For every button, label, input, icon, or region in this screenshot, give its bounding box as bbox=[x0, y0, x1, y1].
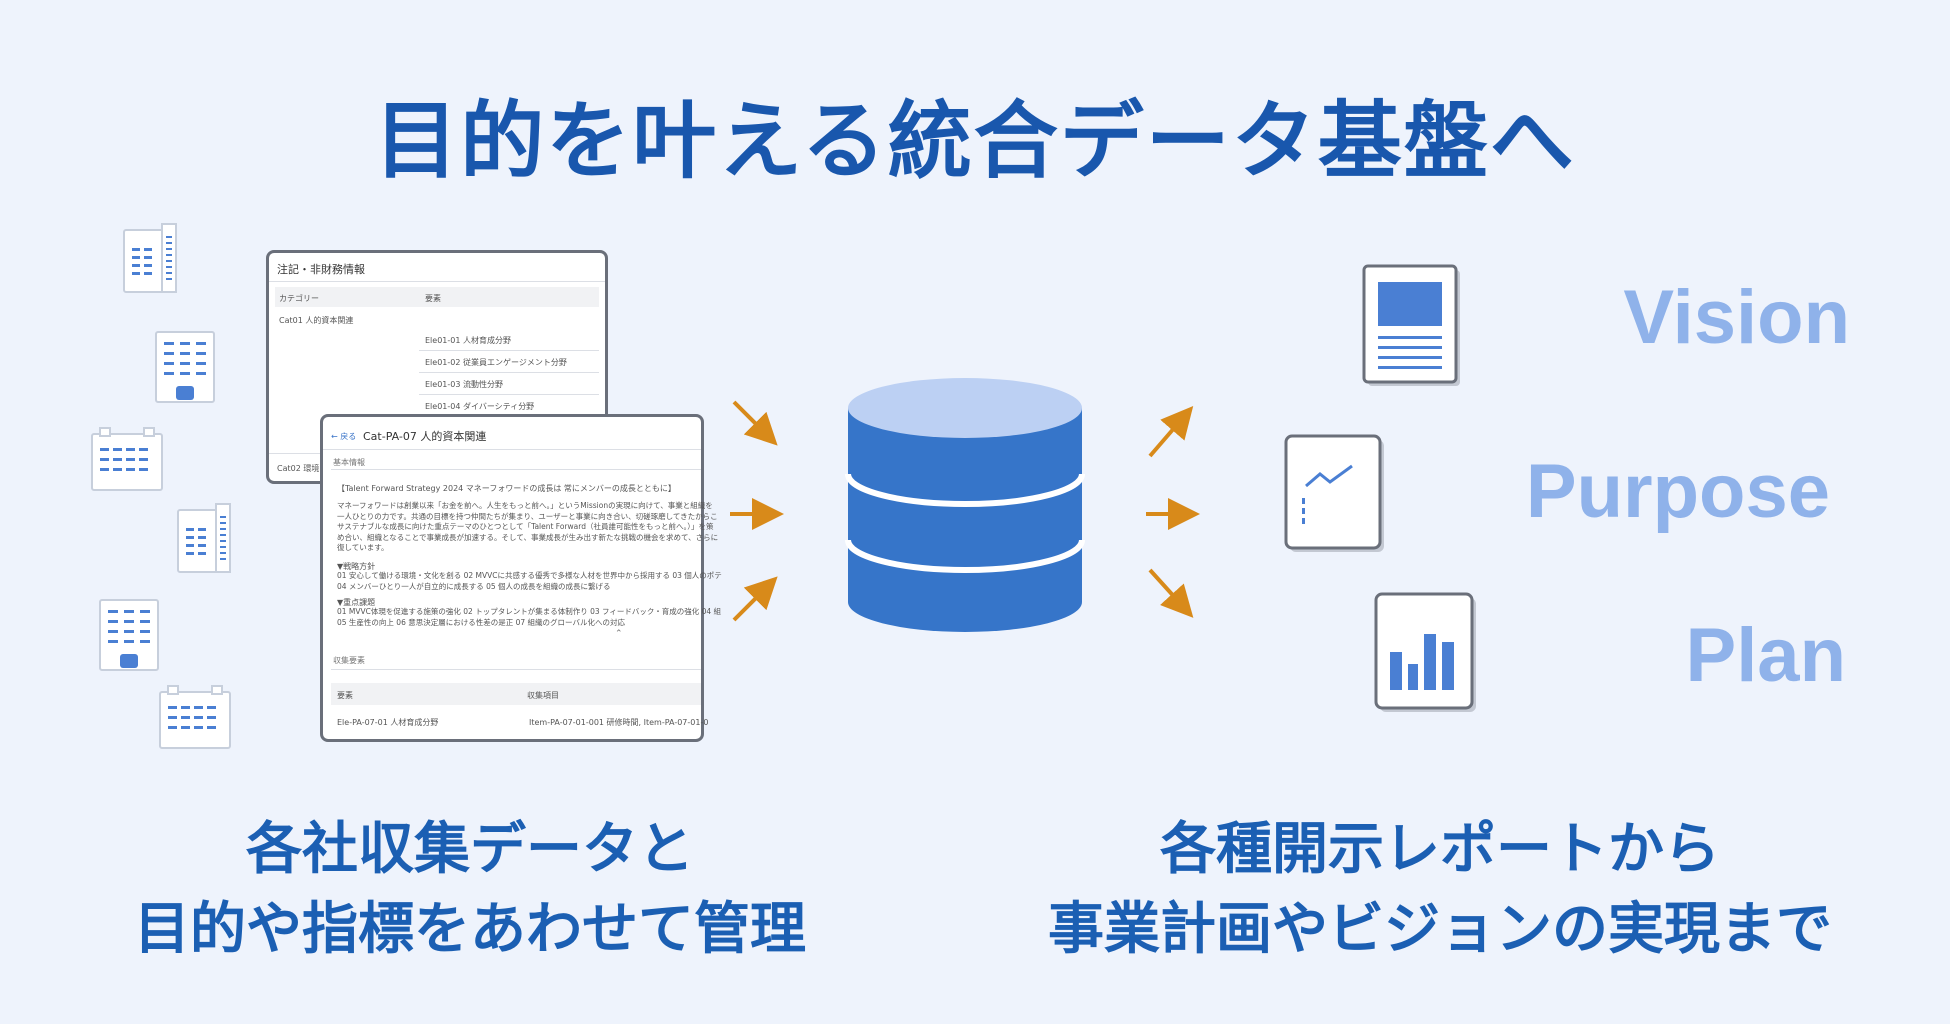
database-icon bbox=[845, 378, 1085, 632]
table-cell-element: Ele-PA-07-01 人材育成分野 bbox=[337, 718, 439, 727]
section-label: 基本情報 bbox=[333, 458, 365, 467]
element-item: Ele01-03 流動性分野 bbox=[425, 380, 503, 389]
section-label: 収集要素 bbox=[333, 656, 365, 665]
page-title: 目的を叶える統合データ基盤へ bbox=[374, 92, 1576, 190]
card-title: 注記・非財務情報 bbox=[277, 263, 365, 276]
body-heading: 【Talent Forward Strategy 2024 マネーフォワードの成… bbox=[337, 484, 676, 493]
caption-right-line1: 各種開示レポートから bbox=[1160, 817, 1720, 882]
element-item: Ele01-02 従業員エンゲージメント分野 bbox=[425, 358, 567, 367]
card-title: Cat-PA-07 人的資本関連 bbox=[363, 430, 487, 443]
building-icon bbox=[91, 427, 163, 491]
strategy-text: 01 安心して働ける環境・文化を創る 02 MVVCに共感する優秀で多様な人材を… bbox=[337, 571, 722, 591]
category-label: Cat01 人的資本関連 bbox=[279, 316, 354, 325]
bar-chart-icon bbox=[1374, 592, 1476, 712]
caption-left-line1: 各社収集データと bbox=[246, 817, 694, 882]
caption-left-line2: 目的や指標をあわせて管理 bbox=[134, 897, 806, 962]
column-header-category: カテゴリー bbox=[279, 294, 319, 303]
strategy-label: ▼戦略方針 bbox=[337, 562, 376, 571]
line-chart-icon bbox=[1284, 434, 1384, 552]
element-item: Ele01-04 ダイバーシティ分野 bbox=[425, 402, 535, 411]
back-link[interactable]: ← 戻る bbox=[331, 432, 357, 441]
building-icon bbox=[155, 331, 215, 403]
outgoing-arrows bbox=[1146, 405, 1200, 618]
arrow-icon bbox=[732, 576, 778, 622]
column-header-item: 収集項目 bbox=[527, 691, 559, 700]
arrow-icon bbox=[1148, 568, 1194, 618]
arrow-left-icon: ← bbox=[331, 432, 341, 441]
element-item: Ele01-01 人材育成分野 bbox=[425, 336, 511, 345]
vision-label: Vision bbox=[1623, 275, 1850, 360]
chevron-up-icon[interactable]: ⌃ bbox=[615, 629, 623, 639]
issues-text: 01 MVVC体現を促進する施策の強化 02 トップタレントが集まる体制作り 0… bbox=[337, 607, 722, 627]
screenshot-card-detail: ← 戻る Cat-PA-07 人的資本関連 基本情報 【Talent Forwa… bbox=[320, 414, 722, 742]
incoming-arrows bbox=[730, 400, 784, 622]
category-label: Cat02 環境 bbox=[277, 464, 320, 473]
arrow-icon bbox=[1148, 405, 1194, 458]
building-icon bbox=[177, 503, 231, 573]
caption-left: 各社収集データと 目的や指標をあわせて管理 bbox=[90, 810, 850, 970]
plan-label: Plan bbox=[1685, 613, 1847, 698]
caption-right-line2: 事業計画やビジョンの実現まで bbox=[1048, 897, 1832, 962]
issues-label: ▼重点課題 bbox=[337, 598, 376, 607]
document-icon bbox=[1362, 264, 1460, 386]
column-header-element: 要素 bbox=[425, 294, 441, 303]
caption-right: 各種開示レポートから 事業計画やビジョンの実現まで bbox=[1010, 810, 1870, 970]
body-paragraph: マネーフォワードは創業以来「お金を前へ。人生をもっと前へ。」というMission… bbox=[337, 501, 719, 552]
building-icon bbox=[99, 599, 159, 671]
arrow-icon bbox=[732, 400, 778, 446]
building-icon bbox=[159, 685, 231, 749]
building-icon bbox=[123, 223, 177, 293]
table-cell-item: Item-PA-07-01-001 研修時間, Item-PA-07-01-0 bbox=[529, 718, 709, 727]
purpose-label: Purpose bbox=[1525, 449, 1830, 534]
column-header-element: 要素 bbox=[337, 691, 353, 700]
